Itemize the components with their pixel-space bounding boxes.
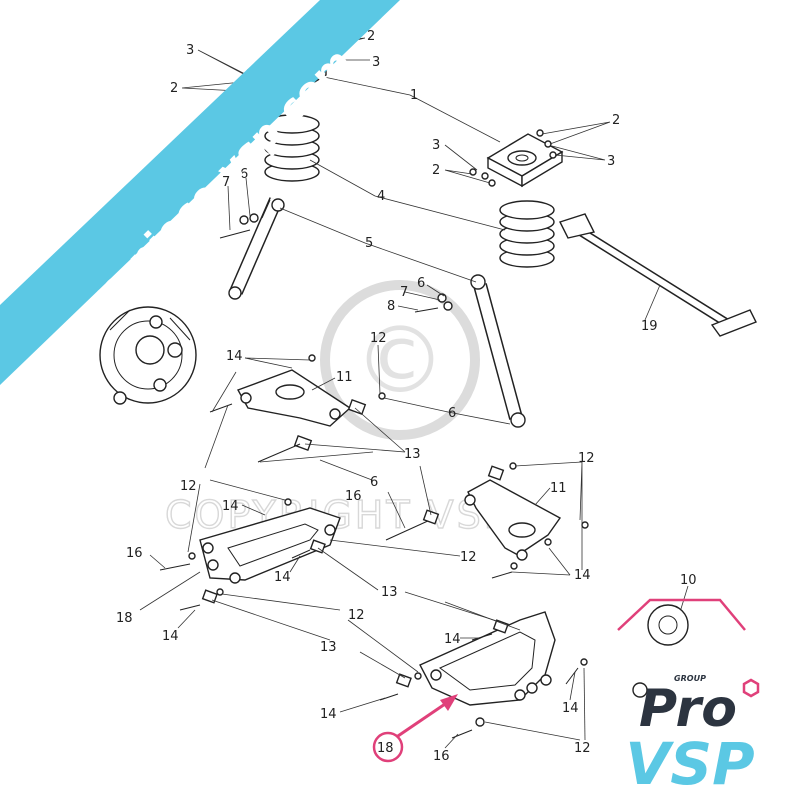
- callout-12: 12: [180, 479, 197, 494]
- callout-1: 1: [410, 88, 418, 103]
- callout-12: 12: [460, 550, 477, 565]
- provsp-logo: GROUP Pro VSP: [617, 598, 760, 798]
- shock-absorber-left: [228, 197, 285, 300]
- callout-4: 4: [377, 189, 385, 204]
- callout-19: 19: [641, 319, 658, 334]
- callout-3: 3: [432, 138, 440, 153]
- callout-13: 13: [320, 640, 337, 655]
- callout-16: 16: [433, 749, 450, 764]
- callout-12: 12: [574, 741, 591, 756]
- copyright-text: COPYRIGHT VSP: [165, 493, 510, 537]
- callout-12: 12: [370, 331, 387, 346]
- logo-pro-text: Pro: [639, 679, 737, 739]
- callout-11: 11: [336, 370, 353, 385]
- hardware: [159, 213, 589, 739]
- callout-6: 6: [240, 167, 248, 182]
- callout-6: 6: [417, 276, 425, 291]
- callout-17: 18: [116, 611, 133, 626]
- callout-10: 10: [680, 573, 697, 588]
- callout-14: 14: [574, 568, 591, 583]
- callout-14: 14: [320, 707, 337, 722]
- highlight-arrow: [372, 694, 458, 763]
- callout-16: 16: [126, 546, 143, 561]
- callout-12: 12: [578, 451, 595, 466]
- anti-roll-bar: [559, 213, 757, 337]
- callout-13: 13: [404, 447, 421, 462]
- callout-2: 2: [367, 29, 375, 44]
- hub-knuckle-left: [99, 306, 197, 405]
- callout-6: 6: [448, 406, 456, 421]
- callout-2: 2: [432, 163, 440, 178]
- copyright-symbol: ©: [354, 307, 446, 414]
- callout-14: 14: [274, 570, 291, 585]
- coil-spring-right: [499, 200, 555, 268]
- trailing-arm: [419, 611, 556, 706]
- callout-14: 14: [562, 701, 579, 716]
- callout-14: 14: [222, 499, 239, 514]
- coil-spring-left: [264, 114, 320, 182]
- callout-7: 7: [222, 175, 230, 190]
- callout-5: 5: [365, 236, 373, 251]
- lower-arm-left: [199, 507, 341, 584]
- callout-18: 18: [377, 741, 394, 756]
- callout-14: 14: [226, 349, 243, 364]
- upper-arm-right: [464, 479, 562, 561]
- upper-arm-left: [236, 369, 352, 427]
- callout-12: 12: [348, 608, 365, 623]
- callout-15: 16: [345, 489, 362, 504]
- callout-labels: 3 2 3 2 1 2 3 3 2 7 6 4 5 7 6 8 19 12 14…: [116, 29, 697, 764]
- website-banner: pro-piece-vsp.com: [0, 0, 400, 385]
- callout-7: 7: [400, 285, 408, 300]
- callout-3: 3: [186, 43, 194, 58]
- callout-3: 3: [607, 154, 615, 169]
- callout-3: 3: [372, 55, 380, 70]
- callout-14: 14: [162, 629, 179, 644]
- logo-group-text: GROUP: [674, 674, 706, 683]
- callout-2: 2: [170, 81, 178, 96]
- callout-13: 13: [381, 585, 398, 600]
- callout-2: 2: [612, 113, 620, 128]
- callout-6: 6: [370, 475, 378, 490]
- logo-vsp-text: VSP: [625, 730, 754, 798]
- callout-14: 14: [444, 632, 461, 647]
- shock-absorber-right: [470, 274, 526, 428]
- spring-seat-right: [469, 129, 564, 188]
- callout-11: 11: [550, 481, 567, 496]
- callout-8: 8: [387, 299, 395, 314]
